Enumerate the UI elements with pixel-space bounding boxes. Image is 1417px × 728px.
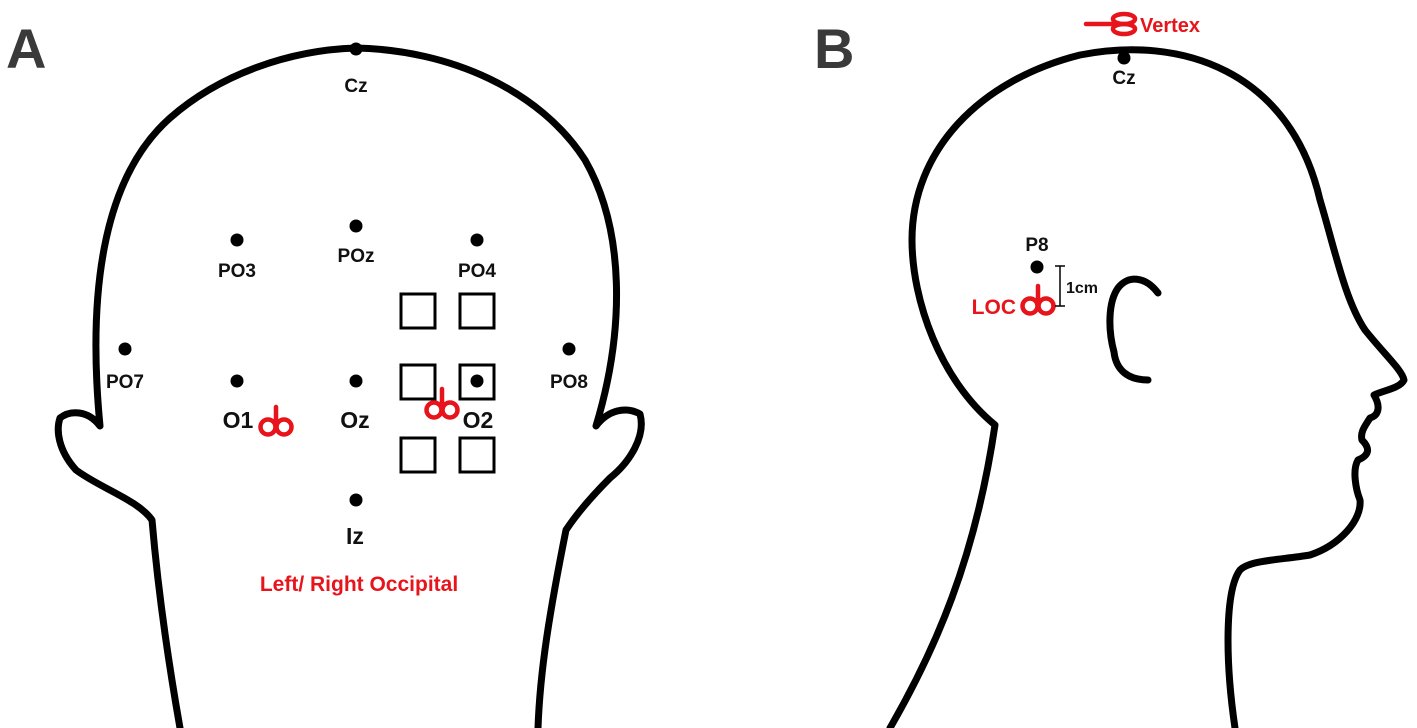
grid-square — [458, 363, 496, 401]
electrode-label-po7: PO7 — [106, 372, 144, 393]
grid-square — [399, 363, 437, 401]
head-side-outline — [886, 46, 1408, 728]
electrode-dot-po8 — [562, 342, 576, 356]
vertex-label: Vertex — [1140, 15, 1200, 37]
electrode-label-cz-side: Cz — [1112, 68, 1135, 89]
distance-bracket — [1055, 265, 1065, 307]
electrode-dot-o2 — [470, 374, 484, 388]
electrode-dot-po4 — [470, 233, 484, 247]
electrode-label-po3: PO3 — [218, 261, 256, 282]
electrode-label-o2: O2 — [463, 407, 494, 433]
electrode-label-oz: Oz — [340, 407, 369, 433]
electrode-dot-poz — [349, 219, 363, 233]
electrode-label-p8: P8 — [1025, 235, 1048, 256]
electrode-dot-p8 — [1030, 260, 1044, 274]
electrode-dot-cz — [349, 42, 363, 56]
grid-square — [399, 436, 437, 474]
electrodes-b: Cz P8 — [1025, 51, 1136, 274]
electrode-dot-o1 — [230, 374, 244, 388]
electrode-dot-po7 — [118, 342, 132, 356]
coil-caption-occipital: Left/ Right Occipital — [260, 573, 458, 596]
electrode-dot-oz — [349, 374, 363, 388]
panel-a: A Cz PO3 POz PO4 PO7 PO8 O1 — [6, 17, 645, 728]
panel-a-letter: A — [6, 17, 46, 80]
electrode-dot-cz-side — [1117, 51, 1131, 65]
electrode-dot-po3 — [230, 233, 244, 247]
panel-b-letter: B — [814, 17, 854, 80]
coil-icon-left-occipital — [258, 404, 294, 437]
coil-icon-right-occipital — [424, 386, 460, 420]
reference-grid — [399, 292, 496, 474]
electrode-label-o1: O1 — [223, 407, 254, 433]
electrode-label-cz: Cz — [344, 76, 367, 97]
electrode-label-iz: Iz — [346, 523, 364, 549]
grid-square — [458, 292, 496, 330]
loc-label: LOC — [972, 296, 1016, 319]
coil-icon-vertex — [1083, 11, 1138, 37]
electrode-label-po8: PO8 — [550, 372, 588, 393]
electrodes-a: Cz PO3 POz PO4 PO7 PO8 O1 Oz O2 Iz — [106, 42, 588, 549]
electrode-label-poz: POz — [338, 246, 375, 267]
ear-outline — [1106, 275, 1162, 384]
coil-icon-loc — [1020, 283, 1056, 316]
grid-square — [458, 436, 496, 474]
grid-square — [399, 292, 437, 330]
electrode-label-po4: PO4 — [458, 261, 496, 282]
distance-label: 1cm — [1066, 280, 1098, 297]
panel-b: B Cz P8 Vertex LOC 1cm — [814, 11, 1408, 728]
electrode-dot-iz — [349, 493, 363, 507]
